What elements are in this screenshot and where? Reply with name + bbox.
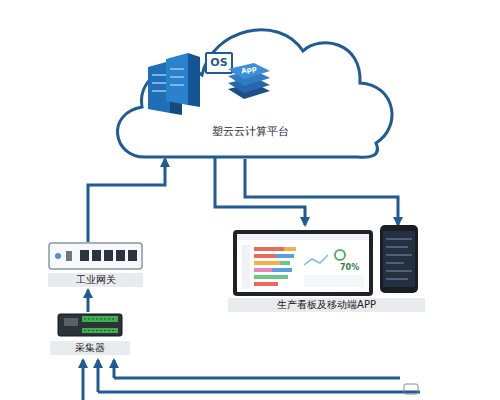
server-lines — [152, 69, 184, 91]
cloud-node: 塑云云计算平台 OSApp — [100, 5, 400, 165]
screen-table — [304, 275, 364, 287]
server-side — [188, 53, 200, 107]
data-flow-arrow — [245, 159, 398, 225]
chart-bar — [280, 261, 290, 265]
cloud-outline — [118, 30, 392, 158]
platform-title: 塑云云计算平台 — [140, 125, 360, 138]
os-box: OS — [205, 52, 233, 74]
chart-bar — [254, 282, 278, 286]
field-wires — [83, 360, 420, 400]
gauge-value: 70% — [340, 263, 359, 273]
os-text: OS — [207, 56, 231, 69]
field-wire — [113, 360, 116, 378]
display-label: 生产看板及移动端APP — [228, 298, 425, 312]
line-chart — [304, 255, 328, 265]
collector-device — [50, 312, 130, 338]
terminal-pins — [84, 319, 116, 331]
collector-node: 采集器 — [50, 312, 130, 358]
ethernet-port — [128, 250, 137, 261]
chart-bar — [272, 268, 292, 272]
collector-label: 采集器 — [50, 341, 130, 355]
app-box: App — [224, 63, 274, 103]
chart-bar — [254, 275, 288, 279]
chart-bar — [254, 254, 276, 258]
gateway-case — [49, 243, 142, 269]
phone-screen — [383, 231, 415, 287]
gateway-led — [55, 253, 61, 259]
server-side — [166, 53, 188, 105]
gauge — [335, 250, 345, 260]
display-node: 生产看板及移动端APP — [228, 225, 425, 315]
collector-port — [64, 318, 78, 326]
app-layer — [228, 63, 270, 79]
chart-bar — [276, 254, 294, 258]
server-icon — [148, 53, 200, 115]
chart-bar — [254, 261, 280, 265]
field-wire — [97, 360, 100, 392]
ethernet-port — [116, 250, 125, 261]
collector-case — [58, 314, 122, 336]
gateway-label: 工业网关 — [48, 273, 143, 287]
chart-bar — [284, 247, 296, 251]
screen-header — [237, 234, 369, 240]
phone-body — [380, 225, 418, 293]
data-flow-arrow — [215, 157, 305, 225]
field-wire — [98, 391, 420, 394]
device-icon — [404, 384, 418, 394]
gateway-node: 工业网关 — [48, 242, 143, 290]
screen-sidebar — [242, 245, 250, 289]
data-flow-arrow — [87, 290, 90, 312]
ethernet-port — [80, 250, 89, 261]
chart-bar — [254, 268, 272, 272]
gateway-port — [66, 251, 72, 261]
field-wire — [82, 360, 85, 400]
ethernet-port — [92, 250, 101, 261]
data-flow-arrow — [88, 159, 165, 242]
dashboard-and-phone — [228, 225, 423, 297]
gateway-device — [48, 242, 143, 270]
phone-rows — [386, 239, 412, 279]
device-icon-body — [404, 384, 418, 394]
ethernet-port — [104, 250, 113, 261]
monitor-frame — [233, 230, 373, 296]
monitor-screen — [237, 234, 369, 292]
chart-bar — [254, 247, 284, 251]
field-wire — [114, 377, 400, 380]
